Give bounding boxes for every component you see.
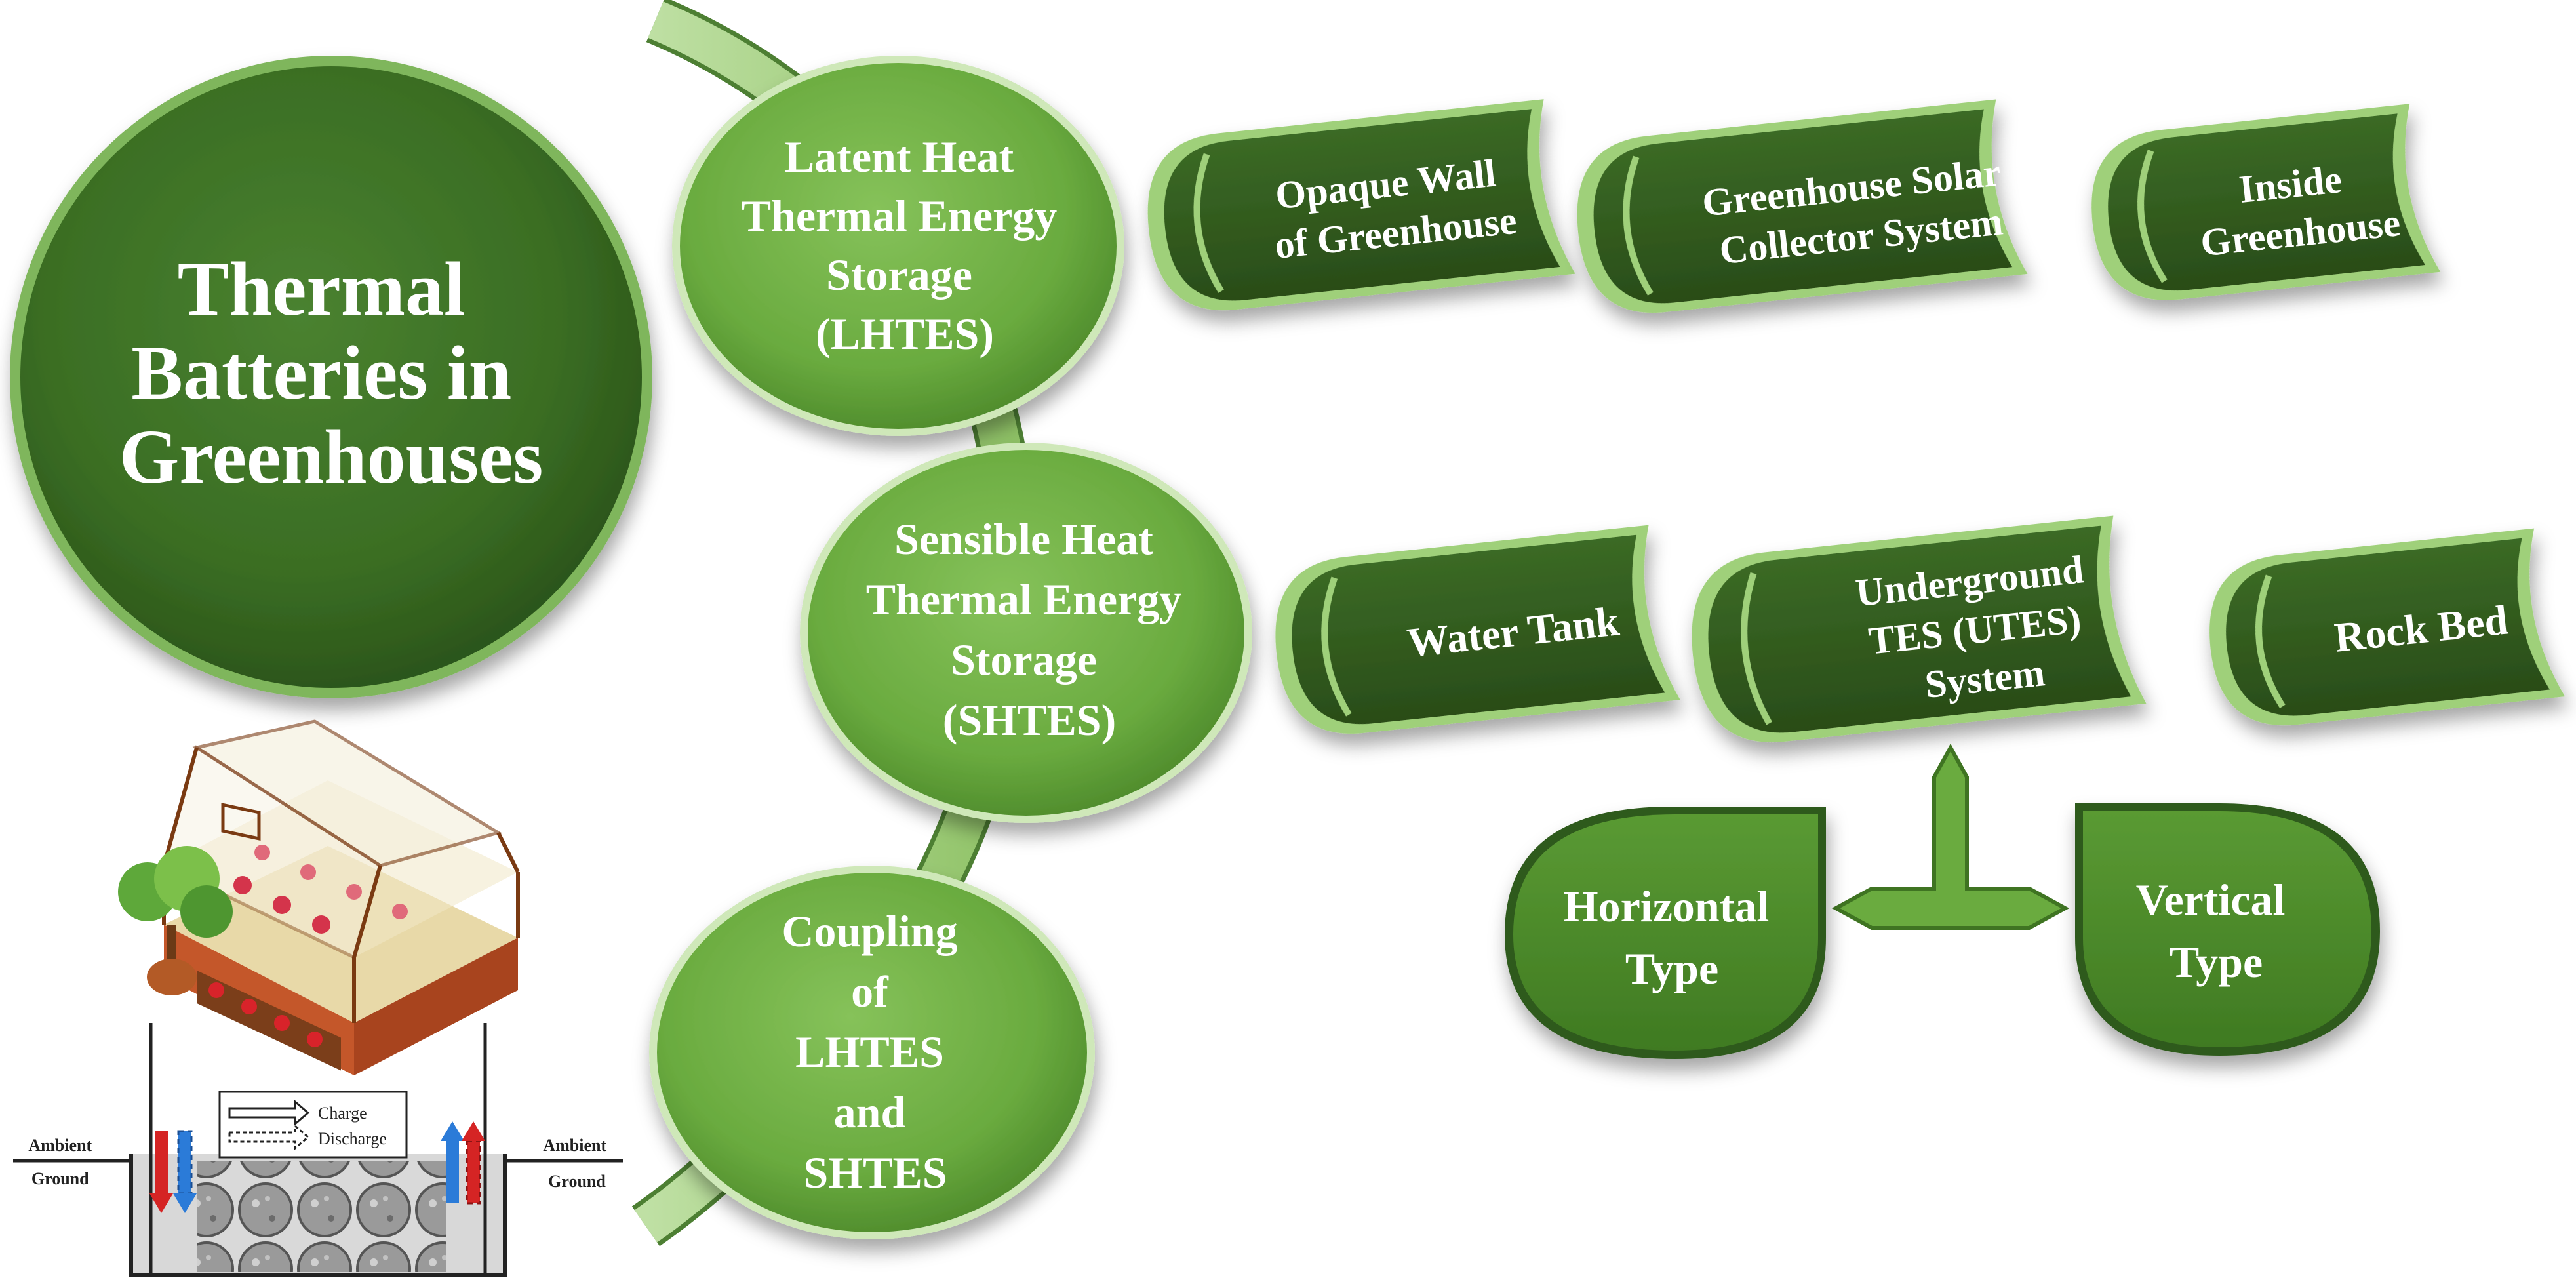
utes-type-vertical [2075,803,2380,1056]
left-ground-label: Ground [31,1169,89,1188]
category-node-coupling [649,866,1095,1239]
svg-text:Charge Discharge: Charge Discharge [318,1104,387,1148]
shtes-line-1: Sensible Heat [894,514,1153,564]
vertical-type-line-1: Vertical [2136,875,2286,925]
coupling-line-2: of [851,967,889,1016]
lhtes-item-solar-collector [1577,99,2028,313]
utes-type-horizontal [1505,807,1826,1059]
horizontal-type-line-2: Type [1625,944,1718,993]
root-title-line-2: Batteries in [131,330,511,416]
root-title-line-3: Greenhouses [119,414,544,500]
lhtes-line-4: (LHTES) [816,309,994,359]
lhtes-line-3: Storage [826,250,972,300]
svg-text:Ambient Ground Amb: Ambient Ground Ambient Ground [28,1136,610,1191]
svg-text:Horizontal Type: Horizontal Type [1564,881,1781,993]
shtes-item-rock-bed [2209,528,2566,725]
greenhouse-illustration: Charge Discharge Ambient Ground Ambient … [13,719,623,1277]
legend-discharge-label: Discharge [318,1129,387,1148]
utes-branch-arrow [1831,743,2070,930]
charge-legend [218,1091,408,1159]
lhtes-line-1: Latent Heat [785,132,1014,182]
lhtes-line-2: Thermal Energy [742,191,1058,241]
vertical-type-line-2: Type [2170,937,2263,987]
shtes-line-4: (SHTES) [943,695,1117,745]
shtes-line-3: Storage [951,635,1097,685]
svg-text:Latent Heat Thermal Energy: Latent Heat Thermal Energy Storage (LHTE… [742,132,1069,359]
svg-text:Thermal Batteries in G: Thermal Batteries in Greenhouses [119,246,544,500]
coupling-line-1: Coupling [782,906,957,956]
greenhouse-building [162,719,520,1075]
svg-text:Sensible Heat Thermal Ener: Sensible Heat Thermal Energy Storage (SH… [866,514,1193,745]
ground-pit [13,1023,623,1277]
shtes-item-utes [1692,515,2147,742]
tree-icon [118,846,233,995]
lhtes-item-inside-greenhouse [2091,104,2441,300]
shtes-item-water-tank [1275,525,1680,734]
left-ambient-label: Ambient [28,1136,92,1155]
coupling-line-3: LHTES [795,1027,944,1077]
category-node-lhtes [672,56,1124,436]
category-node-shtes [800,443,1252,823]
coupling-line-5: SHTES [803,1148,947,1197]
coupling-line-4: and [834,1087,906,1137]
lhtes-item-opaque-wall [1147,99,1575,310]
root-title-line-1: Thermal [178,246,466,332]
right-ground-label: Ground [548,1172,606,1191]
svg-text:Coupling of LHTES: Coupling of LHTES and SHTES [782,906,968,1197]
shtes-line-2: Thermal Energy [866,574,1182,624]
lhtes-item-3-line-1: Inside [2237,157,2344,211]
charge-arrows [149,1121,485,1213]
horizontal-type-line-1: Horizontal [1564,881,1770,931]
root-node [10,56,652,698]
legend-charge-label: Charge [318,1104,367,1123]
svg-text:Vertical Type: Vertical Type [2136,875,2297,987]
right-ambient-label: Ambient [543,1136,606,1155]
